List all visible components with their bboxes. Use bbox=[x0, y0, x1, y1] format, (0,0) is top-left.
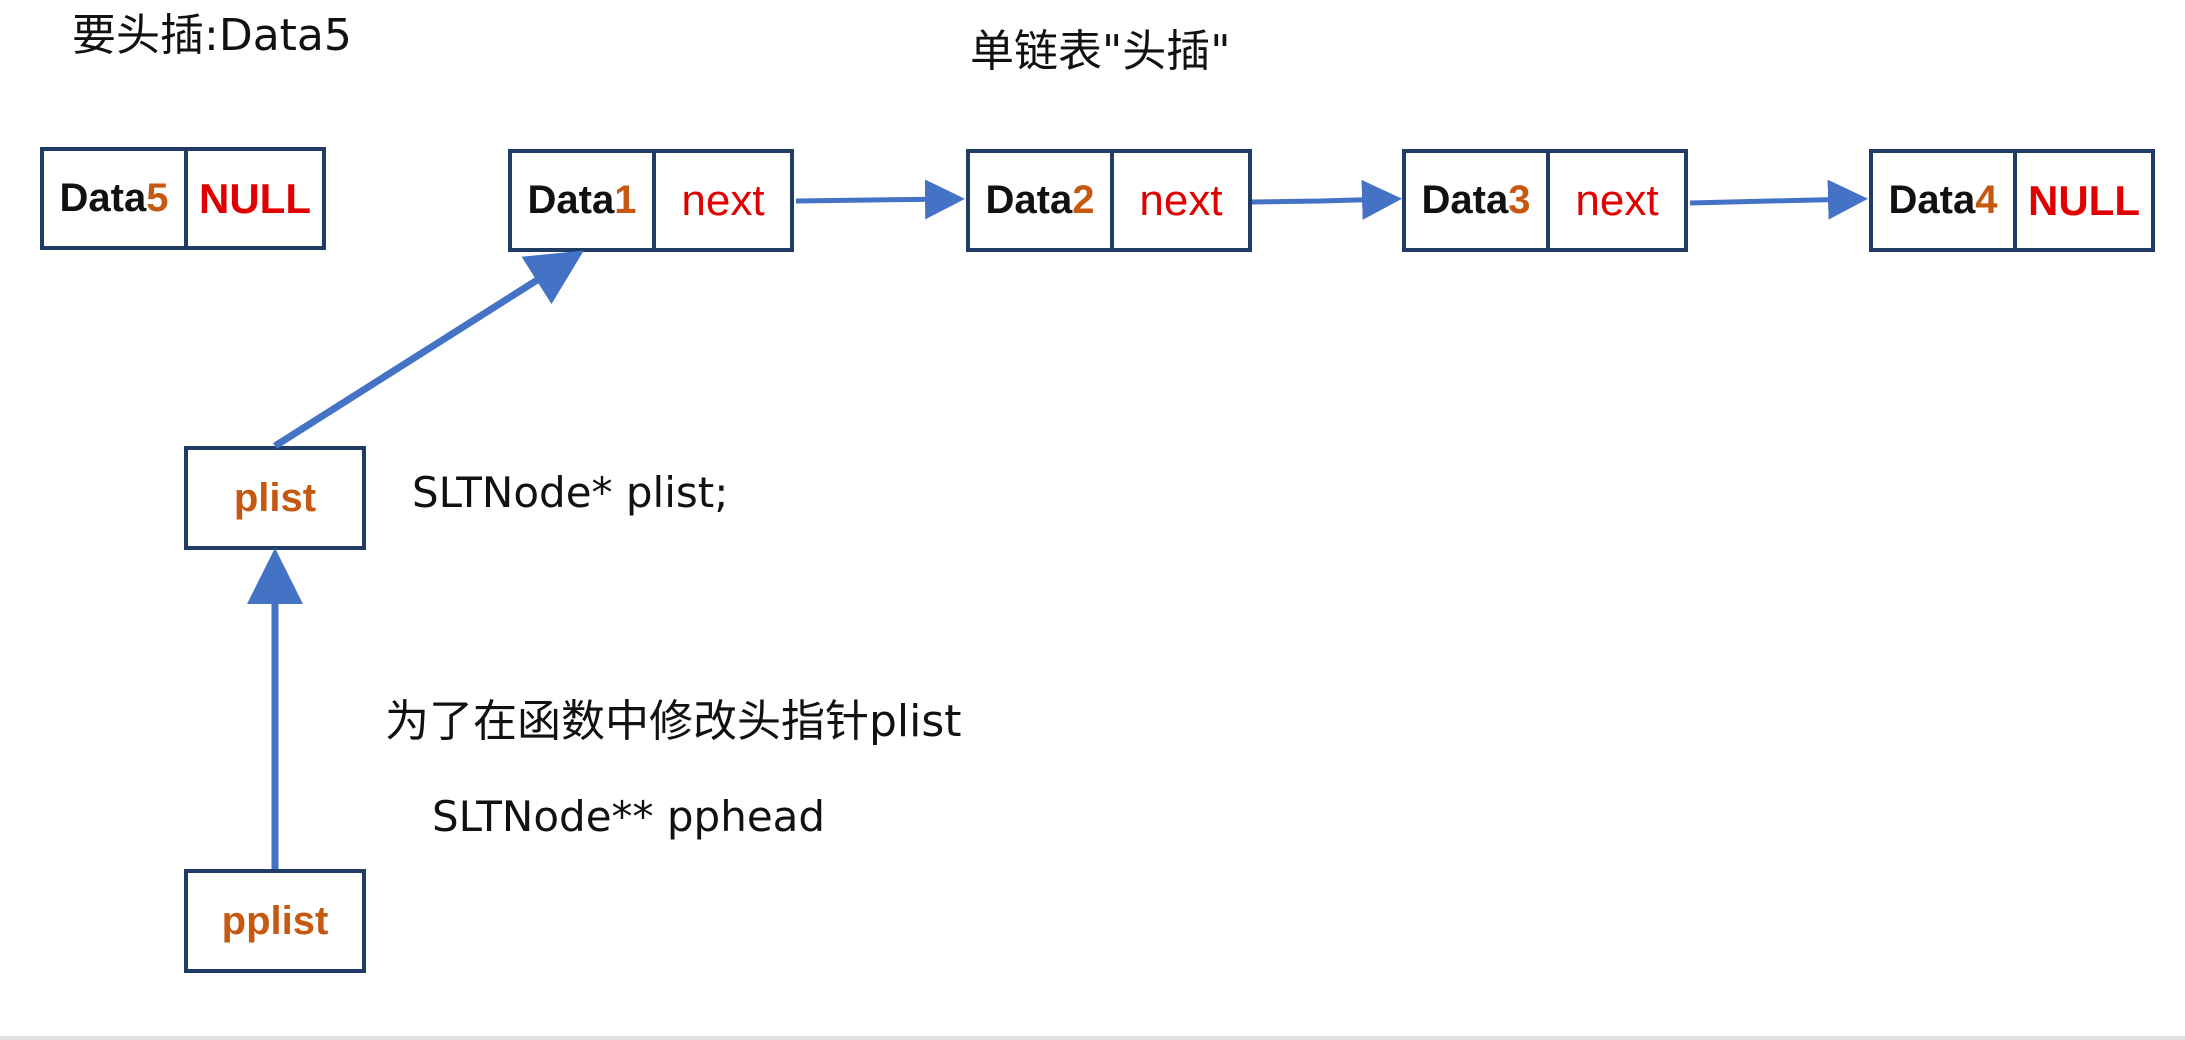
plist-box: plist bbox=[184, 446, 366, 550]
arrow-node3-to-node4 bbox=[1689, 179, 1868, 220]
bottom-divider bbox=[0, 1036, 2185, 1040]
arrow-plist-to-node1 bbox=[273, 250, 584, 449]
code-pphead-declaration: SLTNode** pphead bbox=[432, 792, 826, 841]
arrow-node2-to-node3 bbox=[1251, 179, 1402, 220]
node-data-number: 1 bbox=[614, 178, 637, 222]
note-modify-head-pointer: 为了在函数中修改头指针plist bbox=[385, 696, 962, 747]
node-data-label: Data bbox=[59, 176, 147, 220]
node-data-number: 5 bbox=[146, 176, 169, 220]
node-pointer-cell: next bbox=[1139, 175, 1223, 225]
node-data-label: Data bbox=[527, 178, 615, 222]
node-pointer-cell: next bbox=[681, 175, 765, 225]
node-data-number: 3 bbox=[1508, 178, 1531, 222]
title-singly-linked-list: 单链表"头插" bbox=[970, 26, 1231, 77]
arrow-node1-to-node2 bbox=[795, 179, 965, 220]
node-data-label: Data bbox=[1888, 178, 1976, 222]
node-pointer-cell: next bbox=[1575, 175, 1659, 225]
node-data-number: 2 bbox=[1072, 178, 1095, 222]
node-pointer-cell: NULL bbox=[199, 174, 311, 222]
node-data-number: 4 bbox=[1975, 178, 1998, 222]
node-data-label: Data bbox=[985, 178, 1073, 222]
node-data-label: Data bbox=[1421, 178, 1509, 222]
node-pointer-cell: NULL bbox=[2028, 176, 2140, 224]
code-plist-declaration: SLTNode* plist; bbox=[412, 468, 729, 517]
pplist-box: pplist bbox=[184, 869, 366, 973]
title-insert-data5: 要头插:Data5 bbox=[72, 10, 352, 61]
